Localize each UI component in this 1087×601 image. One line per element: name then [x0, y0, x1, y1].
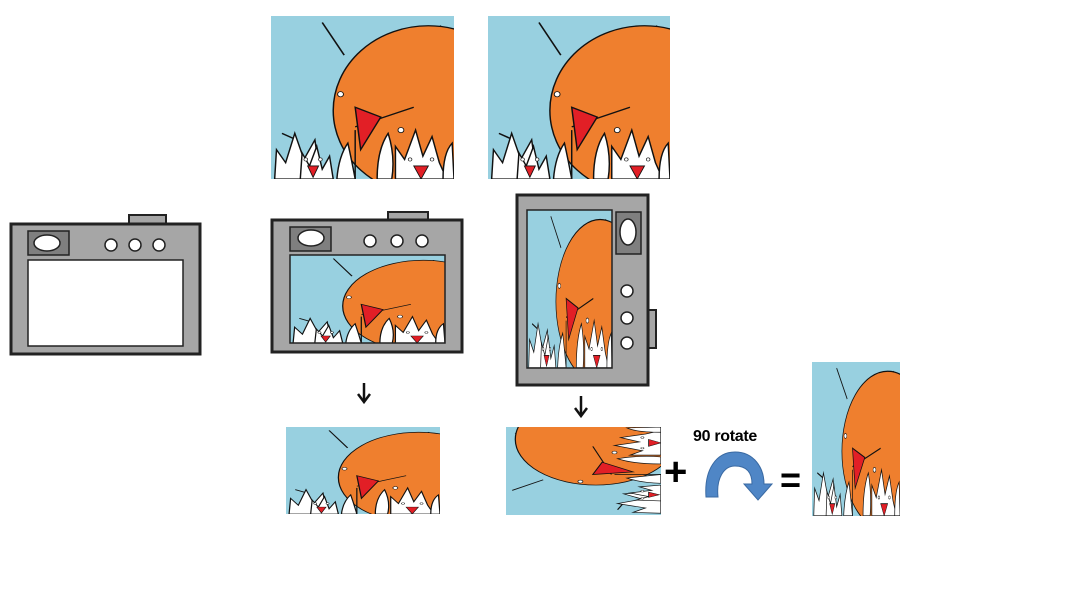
- result-image-landscape: [286, 427, 440, 514]
- result-image-sideways: [506, 427, 661, 515]
- rotate-arrow-icon: [705, 451, 774, 501]
- camera-icon-landscape: [270, 211, 464, 354]
- scene-image-original: [271, 16, 454, 179]
- plus-sign: +: [664, 450, 688, 494]
- down-arrow-icon: [574, 396, 588, 419]
- equals-sign: =: [780, 459, 802, 500]
- camera-icon-portrait: [515, 193, 657, 387]
- down-arrow-icon: [357, 383, 371, 405]
- scene-image-copy: [488, 16, 670, 179]
- result-image-rotated: [812, 362, 900, 516]
- rotate-label: 90 rotate: [693, 428, 757, 445]
- camera-icon-blank: [9, 214, 202, 356]
